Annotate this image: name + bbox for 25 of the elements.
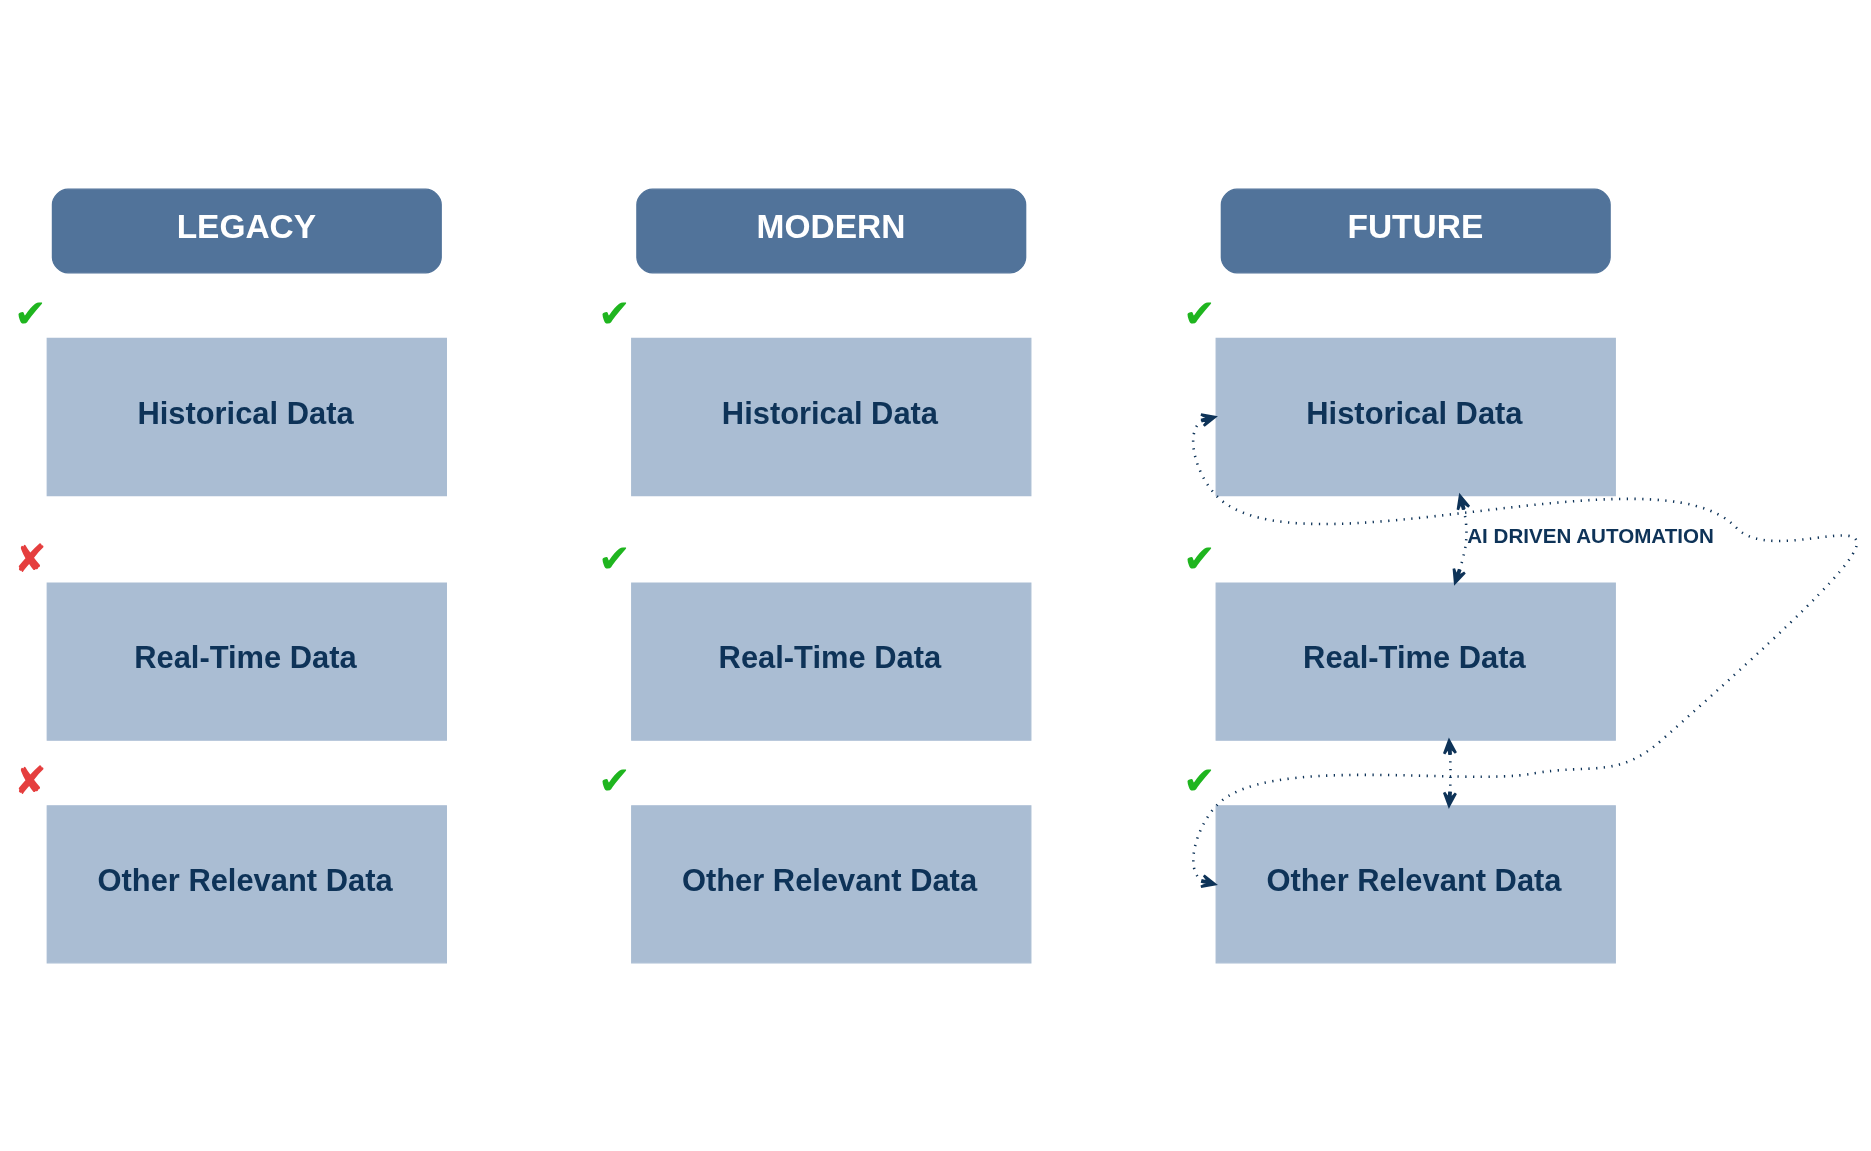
node-label: ✔ <box>1182 535 1216 579</box>
node-box: MODERN <box>636 188 1027 273</box>
node-label: ✔ <box>598 758 632 802</box>
node-label: ✔ <box>598 535 632 579</box>
node-box: Real-Time Data <box>1215 581 1616 741</box>
node-box: Real-Time Data <box>631 581 1032 741</box>
arrow <box>1192 412 1857 888</box>
node-box: Real-Time Data <box>46 581 447 741</box>
node-box: Other Relevant Data <box>46 804 447 963</box>
arrow <box>1442 738 1458 807</box>
arrow <box>1452 493 1471 584</box>
node-box: FUTURE <box>1220 188 1611 273</box>
node-label: ✘ <box>13 758 47 802</box>
node-box: Historical Data <box>1215 337 1616 496</box>
node-label: ✘ <box>13 535 47 579</box>
node-box: Other Relevant Data <box>1215 804 1616 963</box>
node-box: Historical Data <box>46 337 447 496</box>
node-box: LEGACY <box>51 188 442 273</box>
node-label: ✔ <box>598 291 632 335</box>
edge-label: AI DRIVEN AUTOMATION <box>1467 523 1714 547</box>
node-box: Other Relevant Data <box>631 804 1032 963</box>
node-label: ✔ <box>1182 758 1216 802</box>
node-label: ✔ <box>13 291 47 335</box>
node-box: Historical Data <box>631 337 1032 496</box>
node-label: ✔ <box>1182 291 1216 335</box>
